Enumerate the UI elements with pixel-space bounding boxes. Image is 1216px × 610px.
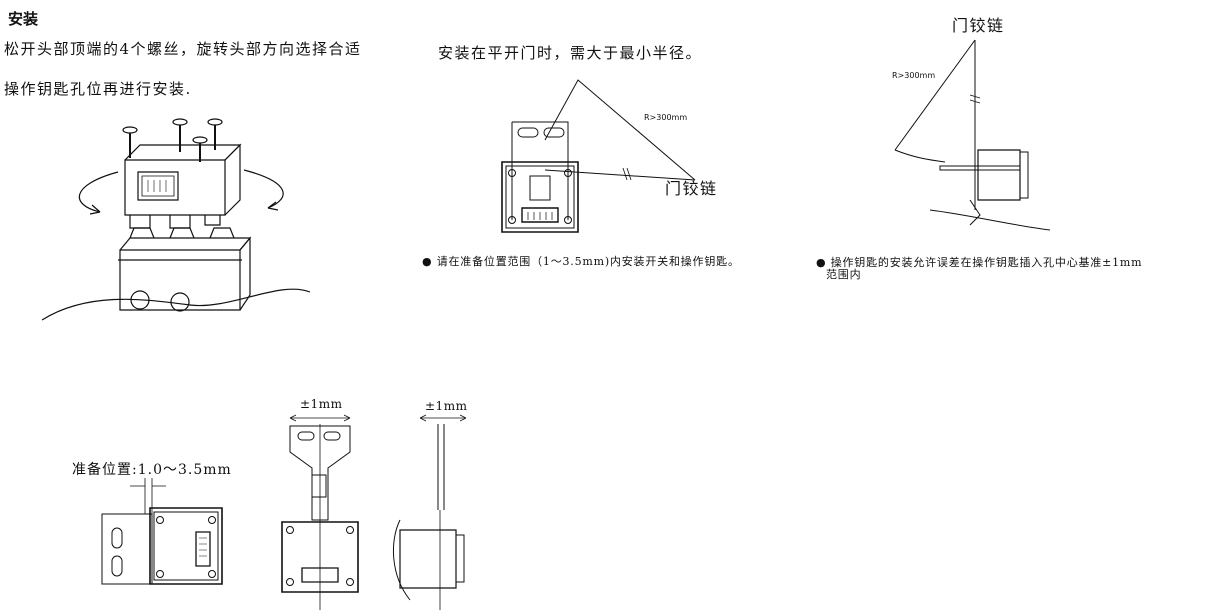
tolerance-caption: ● 操作钥匙的安装允许误差在操作钥匙插入孔中心基准±1mm 范围内 [816,257,1142,281]
tolerance-side-diagram [380,410,480,610]
prep-range-caption: ● 请在准备位置范围（1〜3.5mm)内安装开关和操作钥匙。 [422,255,740,268]
tolerance-label-front: ±1mm [300,397,343,411]
tolerance-caption-line-1: ● 操作钥匙的安装允许误差在操作钥匙插入孔中心基准±1mm [816,256,1143,269]
prep-position-label: 准备位置:1.0〜3.5mm [72,462,232,478]
hinge-label-side: 门铰链 [952,16,1005,35]
hinge-side-diagram [890,40,1070,255]
rotate-head-illustration [30,110,370,340]
tolerance-label-side: ±1mm [425,399,468,413]
door-install-note: 安装在平开门时，需大于最小半径。 [438,44,703,62]
hinge-label-front: 门铰链 [665,179,718,198]
instruction-line-2: 操作钥匙孔位再进行安装. [4,80,192,98]
swing-door-front-diagram [500,80,740,220]
instruction-line-1: 松开头部顶端的4个螺丝，旋转头部方向选择合适 [4,40,362,58]
radius-label-front: R>300mm [644,113,688,122]
tolerance-front-diagram [280,410,360,610]
tolerance-caption-line-2: 范围内 [826,268,862,281]
section-title: 安装 [8,10,39,28]
radius-label-side: R>300mm [892,71,936,80]
prep-position-diagram [100,478,240,588]
